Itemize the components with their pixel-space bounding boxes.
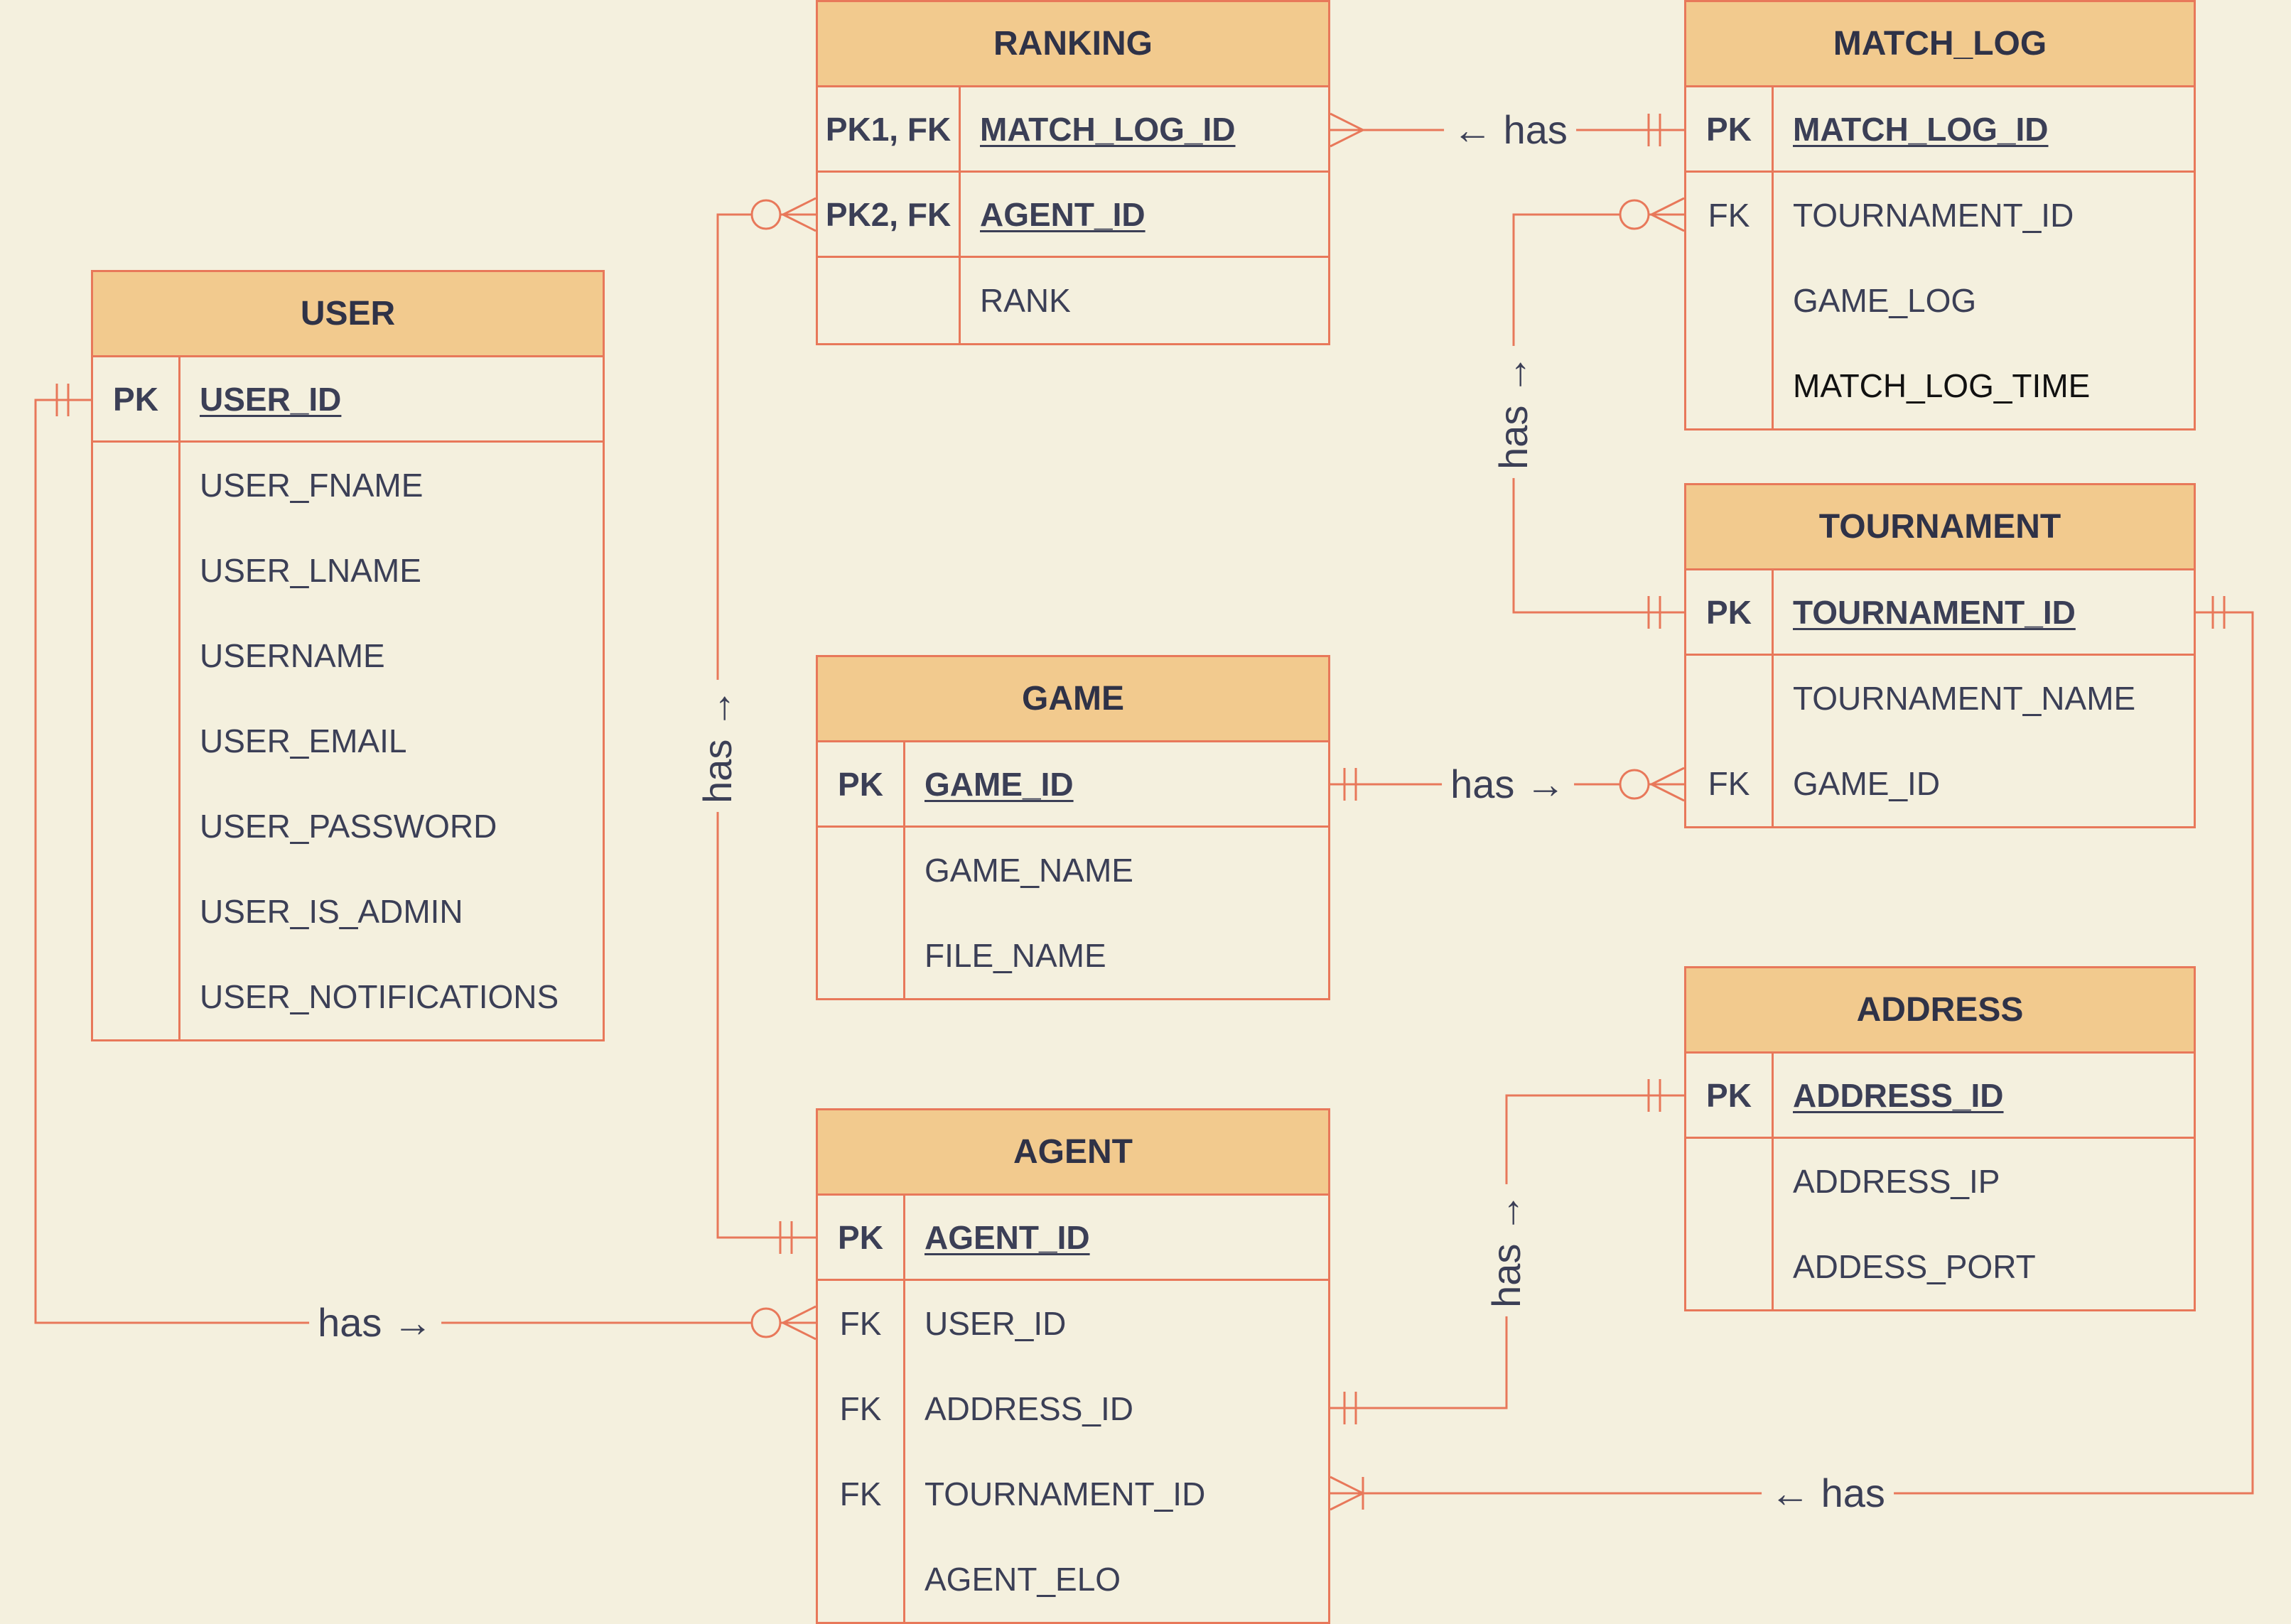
field-name: GAME_ID: [1793, 765, 1941, 802]
rel-label-tournament-agent: ← has: [1762, 1471, 1894, 1516]
attribute-row: FK ADDRESS_ID: [818, 1366, 1328, 1451]
entity-address: ADDRESS PK ADDRESS_ID ADDRESS_IP ADDESS_P…: [1684, 966, 2196, 1311]
attribute-row: FILE_NAME: [818, 913, 1328, 998]
entity-tournament: TOURNAMENT PK TOURNAMENT_ID TOURNAMENT_NA…: [1684, 483, 2196, 828]
attribute-row: MATCH_LOG_TIME: [1686, 343, 2194, 428]
attribute-row: PK1, FK MATCH_LOG_ID: [818, 87, 1328, 173]
entity-user: USER PK USER_ID USER_FNAME USER_LNAME USE…: [91, 270, 605, 1041]
attribute-row: PK USER_ID: [93, 357, 603, 443]
key-label: FK: [839, 1476, 882, 1512]
entity-title: TOURNAMENT: [1686, 485, 2194, 570]
field-name: USER_ID: [200, 380, 342, 418]
attribute-row: USER_NOTIFICATIONS: [93, 954, 603, 1039]
attribute-row: TOURNAMENT_NAME: [1686, 656, 2194, 741]
field-name: MATCH_LOG_TIME: [1793, 367, 2091, 404]
entity-title: RANKING: [818, 2, 1328, 87]
key-label: PK: [838, 765, 883, 803]
rel-label-ranking-matchlog: ← has: [1444, 107, 1576, 153]
field-name: ADDRESS_IP: [1793, 1163, 2000, 1200]
field-name: USER_NOTIFICATIONS: [200, 978, 559, 1015]
attribute-row: FK TOURNAMENT_ID: [1686, 173, 2194, 258]
attribute-row: RANK: [818, 258, 1328, 343]
field-name: GAME_LOG: [1793, 282, 1977, 319]
entity-title: MATCH_LOG: [1686, 2, 2194, 87]
field-name: TOURNAMENT_ID: [1793, 593, 2076, 631]
attribute-row: USER_FNAME: [93, 443, 603, 528]
field-name: USER_PASSWORD: [200, 808, 497, 845]
entity-title: ADDRESS: [1686, 968, 2194, 1054]
attribute-row: PK2, FK AGENT_ID: [818, 173, 1328, 258]
attribute-row: FK TOURNAMENT_ID: [818, 1451, 1328, 1537]
attribute-row: PK ADDRESS_ID: [1686, 1054, 2194, 1139]
rel-label-game-tournament: has →: [1442, 762, 1574, 807]
field-name: ADDESS_PORT: [1793, 1248, 2036, 1285]
attribute-row: USER_EMAIL: [93, 698, 603, 784]
field-name: MATCH_LOG_ID: [980, 110, 1236, 148]
key-label: FK: [839, 1390, 882, 1427]
key-label: PK1, FK: [825, 110, 952, 148]
field-name: RANK: [980, 282, 1071, 319]
rel-matchlog-tournament: [1512, 197, 1685, 629]
attribute-row: AGENT_ELO: [818, 1537, 1328, 1622]
attribute-row: PK AGENT_ID: [818, 1196, 1328, 1281]
attribute-row: ADDRESS_IP: [1686, 1139, 2194, 1224]
attribute-row: PK TOURNAMENT_ID: [1686, 570, 2194, 656]
entity-title: USER: [93, 272, 603, 357]
rel-label-matchlog-tournament: has →: [1491, 346, 1536, 478]
field-name: AGENT_ID: [925, 1218, 1090, 1256]
attribute-row: GAME_NAME: [818, 828, 1328, 913]
entity-title: AGENT: [818, 1110, 1328, 1196]
field-name: TOURNAMENT_NAME: [1793, 680, 2136, 717]
rel-label-user-agent: has →: [309, 1300, 441, 1346]
field-name: GAME_ID: [925, 765, 1074, 803]
key-label: PK: [1706, 110, 1752, 148]
field-name: USER_FNAME: [200, 467, 424, 504]
field-name: ADDRESS_ID: [1793, 1076, 2004, 1114]
attribute-row: ADDESS_PORT: [1686, 1224, 2194, 1309]
key-label: PK: [113, 380, 158, 418]
field-name: MATCH_LOG_ID: [1793, 110, 2049, 148]
attribute-row: USER_IS_ADMIN: [93, 869, 603, 954]
entity-game: GAME PK GAME_ID GAME_NAME FILE_NAME: [816, 655, 1330, 1000]
key-label: PK: [1706, 1076, 1752, 1114]
field-name: USER_LNAME: [200, 552, 421, 589]
field-name: FILE_NAME: [925, 937, 1106, 974]
field-name: ADDRESS_ID: [925, 1390, 1133, 1427]
attribute-row: USER_PASSWORD: [93, 784, 603, 869]
rel-label-agent-address: has →: [1484, 1184, 1529, 1316]
attribute-row: PK MATCH_LOG_ID: [1686, 87, 2194, 173]
attribute-row: FK GAME_ID: [1686, 741, 2194, 826]
attribute-row: FK USER_ID: [818, 1281, 1328, 1366]
entity-match-log: MATCH_LOG PK MATCH_LOG_ID FK TOURNAMENT_ID…: [1684, 0, 2196, 431]
field-name: USER_EMAIL: [200, 722, 407, 759]
field-name: USER_ID: [925, 1305, 1067, 1342]
field-name: AGENT_ELO: [925, 1561, 1121, 1598]
key-label: FK: [1708, 765, 1750, 802]
field-name: AGENT_ID: [980, 195, 1146, 233]
entity-title: GAME: [818, 657, 1328, 742]
key-label: FK: [839, 1305, 882, 1342]
key-label: PK2, FK: [825, 195, 952, 233]
field-name: GAME_NAME: [925, 852, 1133, 889]
attribute-row: GAME_LOG: [1686, 258, 2194, 343]
field-name: USER_IS_ADMIN: [200, 893, 463, 930]
field-name: USERNAME: [200, 637, 385, 674]
attribute-row: PK GAME_ID: [818, 742, 1328, 828]
field-name: TOURNAMENT_ID: [1793, 197, 2074, 234]
entity-ranking: RANKING PK1, FK MATCH_LOG_ID PK2, FK AGENT…: [816, 0, 1330, 345]
field-name: TOURNAMENT_ID: [925, 1476, 1206, 1512]
key-label: FK: [1708, 197, 1750, 234]
rel-label-ranking-agent: has →: [695, 680, 740, 812]
key-label: PK: [838, 1218, 883, 1256]
key-label: PK: [1706, 593, 1752, 631]
attribute-row: USER_LNAME: [93, 528, 603, 613]
attribute-row: USERNAME: [93, 613, 603, 698]
